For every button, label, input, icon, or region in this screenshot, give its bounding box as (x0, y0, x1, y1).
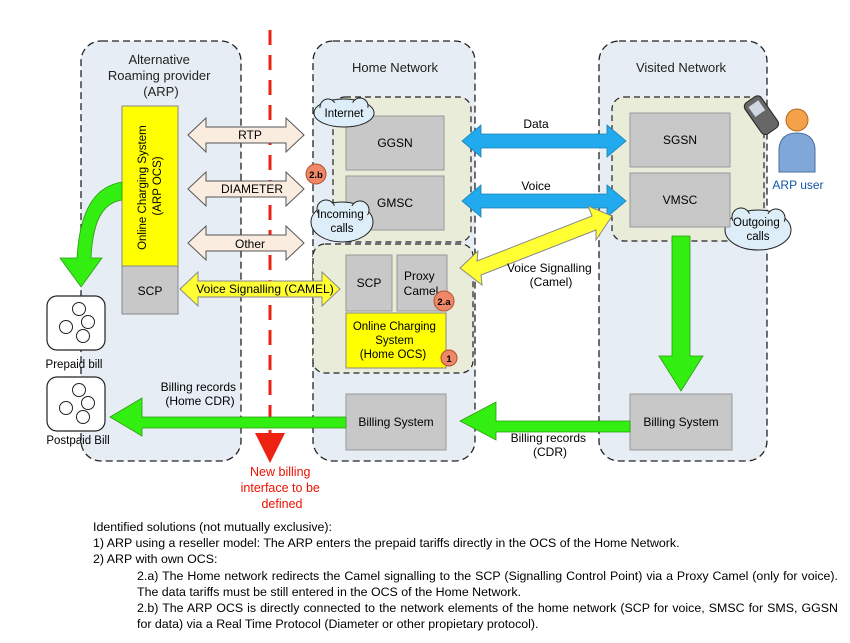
svg-text:Outgoing calls: Outgoing calls (733, 217, 783, 243)
sgsn-label: SGSN (663, 133, 697, 147)
notes-item-2b: 2.b) The ARP OCS is directly connected t… (137, 601, 838, 632)
arp-scp-box (121, 265, 179, 315)
voice-link-label: Voice (521, 179, 551, 193)
postpaid-bill-label: Postpaid Bill (46, 435, 109, 447)
ggsn-label: GGSN (377, 136, 412, 150)
new-interface-label: New billing interface to be defined (241, 465, 324, 511)
voice-link-arrow (461, 184, 627, 218)
home-ocs-label: Online Charging System (Home OCS) (353, 321, 439, 361)
visited-billing-label: Billing System (643, 415, 718, 429)
arp-scp-label: SCP (138, 284, 163, 298)
person-icon (778, 108, 816, 173)
arp-region-title: Alternative Roaming provider (ARP) (108, 52, 214, 99)
svg-text:2.b: 2.b (309, 170, 323, 181)
diameter-link-arrow (187, 170, 305, 208)
vmsc-to-billing-arrow (658, 235, 704, 392)
rtp-link-label: RTP (238, 128, 262, 142)
svg-text:1: 1 (446, 354, 452, 365)
identified-solutions-notes: Identified solutions (not mutually exclu… (93, 519, 838, 632)
home-scp-box (345, 254, 393, 312)
svg-text:Internet: Internet (325, 108, 365, 120)
internet-cloud: Internet (313, 97, 375, 128)
prepaid-bill-label: Prepaid bill (46, 359, 103, 371)
arp-ocs-box (121, 105, 179, 267)
visited-network-title: Visited Network (636, 60, 727, 75)
notes-item-2a: 2.a) The Home network redirects the Came… (137, 568, 838, 599)
notes-heading: Identified solutions (not mutually exclu… (93, 520, 332, 534)
other-link-arrow (187, 224, 305, 262)
voice-signalling-camel-label: Voice Signalling (CAMEL) (196, 282, 333, 296)
data-link-arrow (461, 124, 627, 158)
other-link-label: Other (235, 237, 265, 251)
outgoing-calls-cloud: Outgoing calls (724, 207, 792, 251)
home-ocs-box (345, 312, 447, 369)
badge-2b: 2.b (305, 163, 327, 185)
svg-text:Incoming calls: Incoming calls (317, 209, 367, 235)
badge-1: 1 (440, 349, 458, 367)
billing-records-cdr-arrow (459, 401, 631, 441)
billing-records-cdr-label: Billing records (CDR) (511, 431, 590, 459)
roaming-architecture-diagram: Alternative Roaming provider (ARP) Home … (46, 30, 824, 511)
data-link-label: Data (523, 117, 549, 131)
visited-billing-box (629, 393, 733, 451)
home-billing-label: Billing System (358, 415, 433, 429)
vmsc-label: VMSC (663, 193, 698, 207)
gmsc-label: GMSC (377, 196, 413, 210)
arp-ocs-to-prepaid-arrow (59, 181, 123, 288)
notes-item-2: 2) ARP with own OCS: (93, 552, 218, 567)
billing-records-home-arrow (109, 397, 347, 437)
incoming-calls-cloud: Incoming calls (310, 199, 374, 243)
diameter-link-label: DIAMETER (221, 182, 283, 196)
notes-item-1: 1) ARP using a reseller model: The ARP e… (93, 536, 680, 551)
ggsn-box (345, 115, 445, 171)
voice-signalling-label: Voice Signalling (Camel) (507, 261, 595, 289)
arp-ocs-label: Online Charging System (ARP OCS) (137, 122, 164, 250)
arp-user-label: ARP user (772, 178, 823, 192)
vmsc-box (629, 172, 731, 228)
home-network-title: Home Network (352, 60, 438, 75)
prepaid-bill-icon (46, 295, 106, 351)
postpaid-bill-icon (46, 376, 106, 432)
svg-text:2.a: 2.a (437, 297, 451, 308)
voice-signalling-camel-arrow (179, 270, 341, 308)
mobile-phone-icon (743, 95, 780, 136)
home-scp-label: SCP (357, 276, 382, 290)
badge-2a: 2.a (433, 290, 455, 312)
rtp-link-arrow (187, 116, 305, 154)
billing-records-home-label: Billing records (Home CDR) (161, 380, 240, 408)
sgsn-box (629, 112, 731, 168)
proxy-camel-label: Proxy Camel (404, 269, 439, 298)
voice-signalling-diagonal-arrow (459, 205, 613, 287)
